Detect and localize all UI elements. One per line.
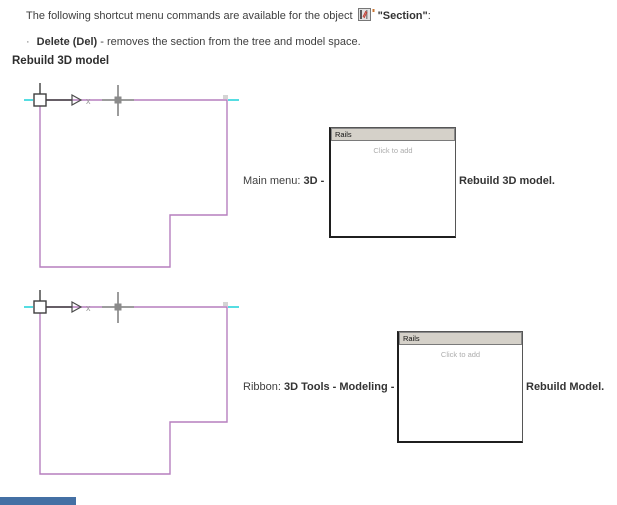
delete-command-description: - removes the section from the tree and … [97,36,361,48]
intro-text-before: The following shortcut menu commands are… [26,10,356,22]
section-outline [39,99,228,268]
x-axis-arrow-icon [71,93,83,107]
rails-panel-2: Rails Click to add [397,331,523,443]
origin-marker [33,300,47,314]
object-name: "Section" [377,10,428,22]
click-to-add-placeholder[interactable]: Click to add [373,146,413,155]
rails-panel-1: Rails Click to add [329,127,456,238]
ribbon-item: 3D Tools - Modeling - [283,381,395,393]
diagram-1: x [24,83,239,268]
main-menu-path-label: Main menu: 3D - [243,175,324,188]
x-axis-arrow-icon [71,300,83,314]
bullet-dot: · [26,36,30,48]
rebuild-model-label: Rebuild Model. [526,381,605,393]
rails-panel-header: Rails [331,128,455,141]
rails-panel-title: Rails [335,130,352,139]
selection-highlight-bar [0,497,76,505]
x-axis-label: x [86,96,91,106]
delete-command-label: Delete (Del) [36,36,98,48]
x-axis-label: x [86,303,91,313]
section-object-icon [357,8,375,21]
corner-grip [223,95,228,99]
rebuild-3d-model-label: Rebuild 3D model. [459,175,555,187]
origin-marker [33,93,47,107]
click-to-add-placeholder[interactable]: Click to add [440,350,481,359]
rails-panel-header: Rails [399,332,522,345]
diagram-2: x [24,290,239,475]
section-outline [39,306,228,475]
delete-command-item: · Delete (Del) - removes the section from… [26,36,361,49]
rails-panel-title: Rails [403,334,420,343]
ribbon-prefix: Ribbon: [243,381,284,393]
crosshair-cursor-icon [102,85,134,116]
intro-text: The following shortcut menu commands are… [26,8,431,23]
corner-grip [223,302,228,306]
crosshair-cursor-icon [102,292,134,323]
ribbon-path-label: Ribbon: 3D Tools - Modeling - [243,381,395,394]
main-menu-prefix: Main menu: [243,175,304,187]
section-heading: Rebuild 3D model [12,55,110,67]
intro-colon: : [427,10,431,22]
main-menu-item: 3D - [303,175,325,187]
